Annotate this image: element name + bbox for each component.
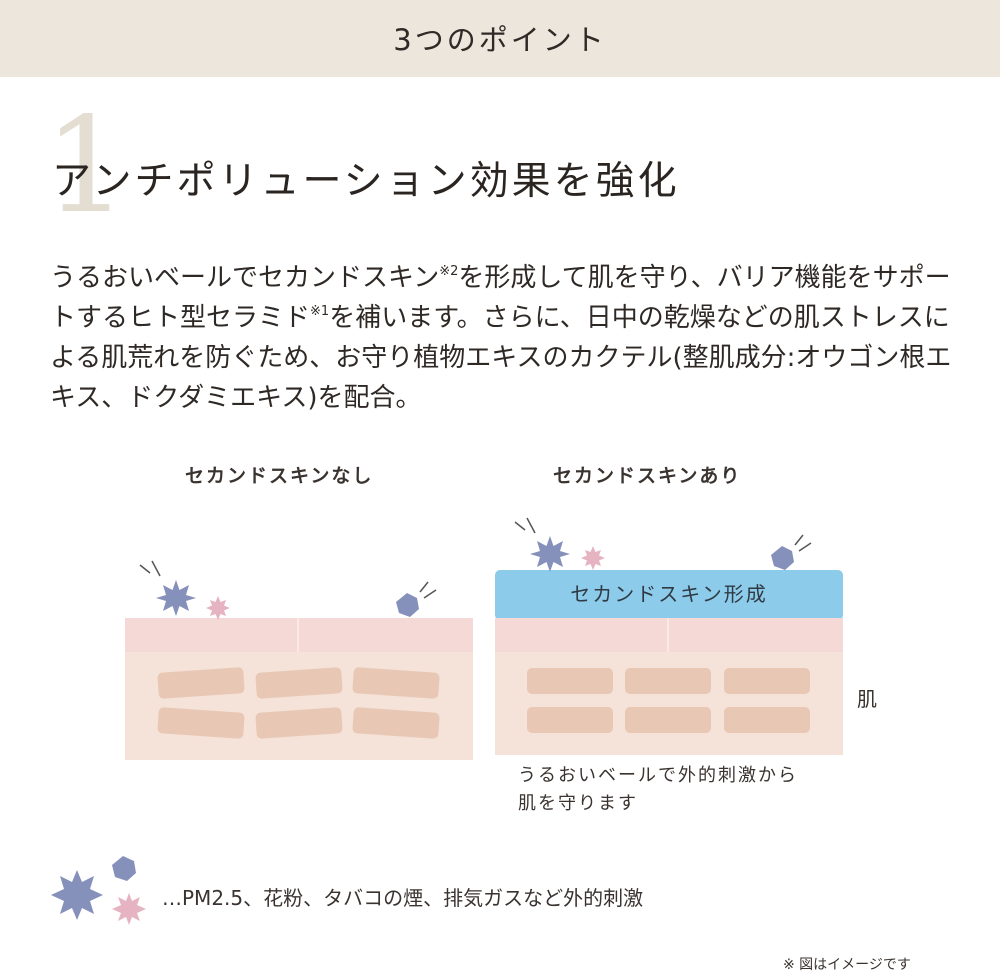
caption-line-1: うるおいベールで外的刺激から xyxy=(518,765,798,786)
particles-left xyxy=(139,560,437,620)
caption-line-2: 肌を守ります xyxy=(518,793,638,814)
skin-diagram: セカンドスキン形成 xyxy=(125,517,843,760)
legend-text: …PM2.5、花粉、タバコの煙、排気ガスなど外的刺激 xyxy=(162,886,644,910)
second-skin-layer-label: セカンドスキン形成 xyxy=(570,582,767,606)
section-title: 3つのポイント xyxy=(393,23,607,57)
description-part-1: うるおいベールでセカンドスキン xyxy=(50,263,440,293)
description-part-2: を形成して肌を守り、バリア機能をサポートするヒト型セラミド xyxy=(50,263,951,333)
description-part-3: を補います。さらに、日中の乾燥などの肌ストレスによる肌荒れを防ぐため、お守り植物… xyxy=(50,303,952,413)
with-second-skin-label: セカンドスキンあり xyxy=(553,465,742,487)
point-number: 1 xyxy=(44,89,128,243)
point-heading: アンチポリューション効果を強化 xyxy=(52,159,680,204)
skin-label: 肌 xyxy=(857,687,877,711)
skin-without-layer xyxy=(125,618,473,760)
skin-with-layer xyxy=(495,570,843,755)
particles-right xyxy=(514,517,812,572)
description-text: うるおいベールでセカンドスキン※2を形成して肌を守り、バリア機能をサポートするヒ… xyxy=(50,258,960,418)
second-skin-caption: うるおいベールで外的刺激から 肌を守ります xyxy=(518,762,798,818)
header-band xyxy=(0,0,1000,77)
image-note: ※ 図はイメージです xyxy=(783,957,911,973)
legend-particles-icon xyxy=(51,856,146,925)
without-second-skin-label: セカンドスキンなし xyxy=(185,465,374,487)
footnote-mark-1: ※1 xyxy=(310,304,330,319)
footnote-mark-2: ※2 xyxy=(439,264,459,279)
